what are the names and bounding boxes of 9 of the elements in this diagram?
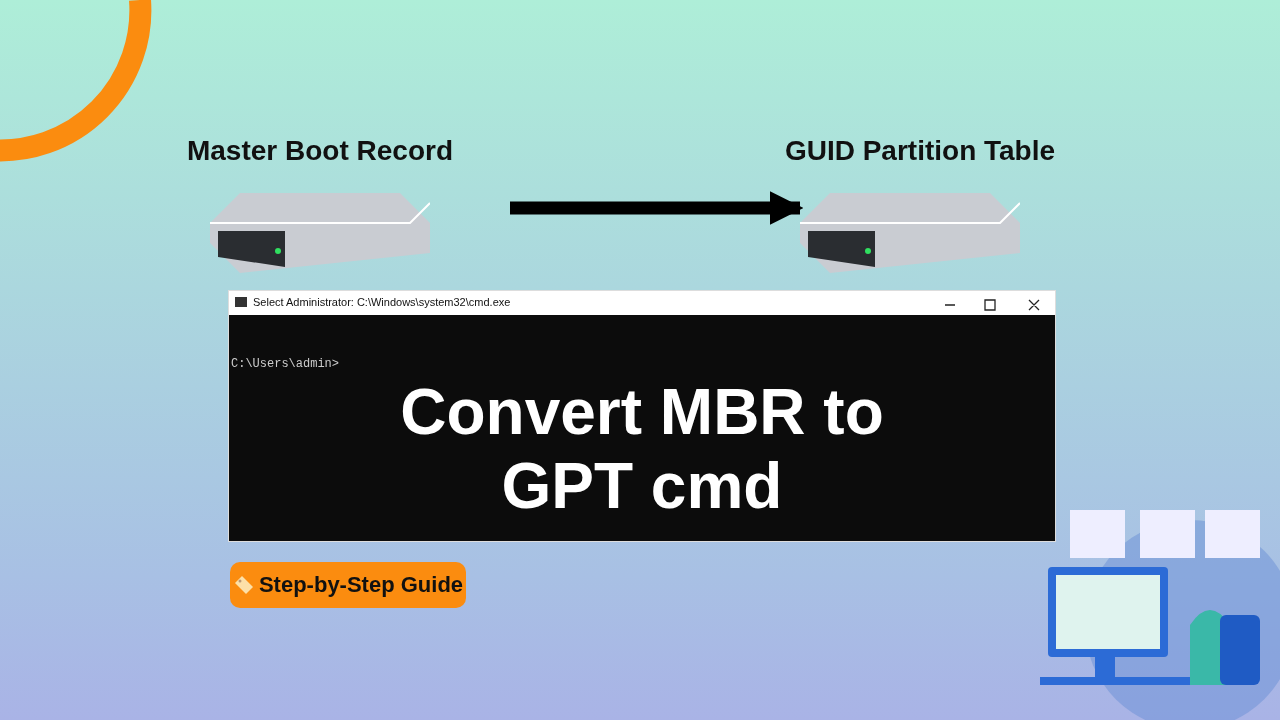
arrow <box>510 191 804 225</box>
headline: Convert MBR to GPT cmd <box>399 375 885 523</box>
terminal-window <box>228 290 1056 542</box>
command-prompt: C:\Users\admin> <box>231 357 340 371</box>
drive-heading: Master Boot Record <box>185 135 454 167</box>
drive-heading: GUID Partition Table <box>783 135 1057 167</box>
badge-text: Step-by-Step Guide <box>258 572 464 598</box>
window-title: Select Administrator: C:\Windows\system32\cmd.exe <box>253 296 511 308</box>
label-badge <box>230 562 466 608</box>
